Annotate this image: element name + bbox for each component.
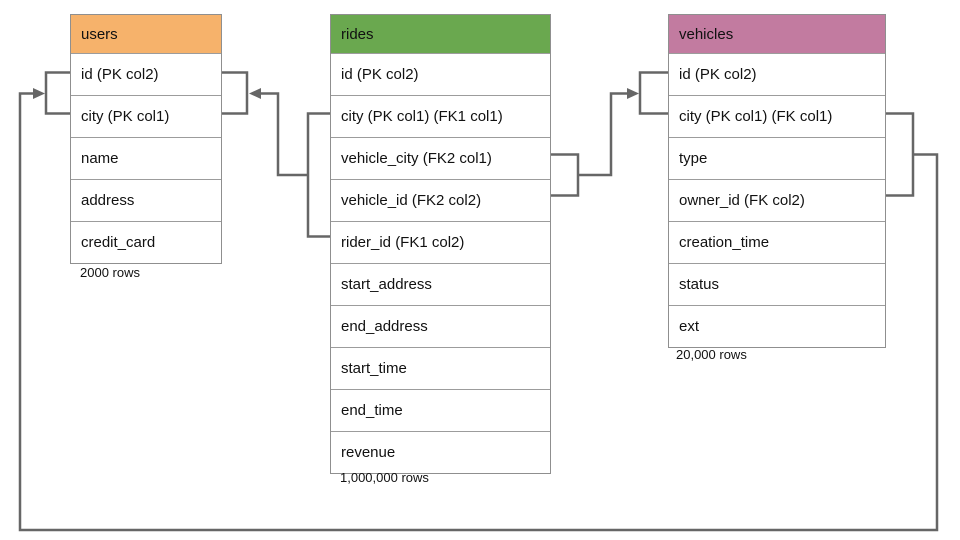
relationship-rides-to-vehicles bbox=[551, 71, 668, 197]
table-rides-column-end-time: end_time bbox=[331, 389, 550, 431]
table-vehicles-column-status: status bbox=[669, 263, 885, 305]
table-rides-column-start-address: start_address bbox=[331, 263, 550, 305]
table-users-header: users bbox=[71, 15, 221, 53]
table-vehicles-row-count: 20,000 rows bbox=[676, 347, 747, 362]
table-rides-column-revenue: revenue bbox=[331, 431, 550, 473]
table-vehicles-column-id: id (PK col2) bbox=[669, 53, 885, 95]
table-rides-header: rides bbox=[331, 15, 550, 53]
table-vehicles-column-type: type bbox=[669, 137, 885, 179]
relationship-rides-to-users bbox=[222, 71, 330, 238]
table-vehicles-column-city: city (PK col1) (FK col1) bbox=[669, 95, 885, 137]
vehicles-to-users-line bbox=[18, 92, 939, 532]
table-rides-row-count: 1,000,000 rows bbox=[340, 470, 429, 485]
table-users-column-name: name bbox=[71, 137, 221, 179]
table-users-row-count: 2000 rows bbox=[80, 265, 140, 280]
rides-to-users-line bbox=[260, 92, 308, 177]
vehicles-left-bracket bbox=[638, 71, 668, 115]
relationship-lines-group bbox=[18, 71, 939, 532]
table-users-column-credit-card: credit_card bbox=[71, 221, 221, 263]
users-right-bracket bbox=[222, 71, 249, 115]
table-vehicles-column-creation-time: creation_time bbox=[669, 221, 885, 263]
table-rides-column-id: id (PK col2) bbox=[331, 53, 550, 95]
rides-to-vehicles-arrowhead bbox=[627, 88, 639, 99]
rides-to-users-arrowhead bbox=[249, 88, 261, 99]
relationship-vehicles-to-users bbox=[18, 71, 939, 532]
table-users-column-city: city (PK col1) bbox=[71, 95, 221, 137]
vehicles-to-users-arrowhead bbox=[33, 88, 45, 99]
table-rides: rides id (PK col2) city (PK col1) (FK1 c… bbox=[330, 14, 551, 474]
table-vehicles-column-ext: ext bbox=[669, 305, 885, 347]
table-rides-column-vehicle-city: vehicle_city (FK2 col1) bbox=[331, 137, 550, 179]
table-users-column-id: id (PK col2) bbox=[71, 53, 221, 95]
table-rides-column-end-address: end_address bbox=[331, 305, 550, 347]
rides-right-bracket bbox=[551, 153, 580, 197]
table-vehicles: vehicles id (PK col2) city (PK col1) (FK… bbox=[668, 14, 886, 348]
rides-left-bracket bbox=[306, 112, 330, 238]
rides-to-vehicles-line bbox=[578, 92, 628, 177]
table-users-column-address: address bbox=[71, 179, 221, 221]
users-left-bracket bbox=[44, 71, 70, 115]
table-rides-column-city: city (PK col1) (FK1 col1) bbox=[331, 95, 550, 137]
table-vehicles-header: vehicles bbox=[669, 15, 885, 53]
table-rides-column-start-time: start_time bbox=[331, 347, 550, 389]
table-rides-column-vehicle-id: vehicle_id (FK2 col2) bbox=[331, 179, 550, 221]
table-users: users id (PK col2) city (PK col1) name a… bbox=[70, 14, 222, 264]
vehicles-right-bracket bbox=[886, 112, 915, 197]
table-vehicles-column-owner-id: owner_id (FK col2) bbox=[669, 179, 885, 221]
table-rides-column-rider-id: rider_id (FK1 col2) bbox=[331, 221, 550, 263]
